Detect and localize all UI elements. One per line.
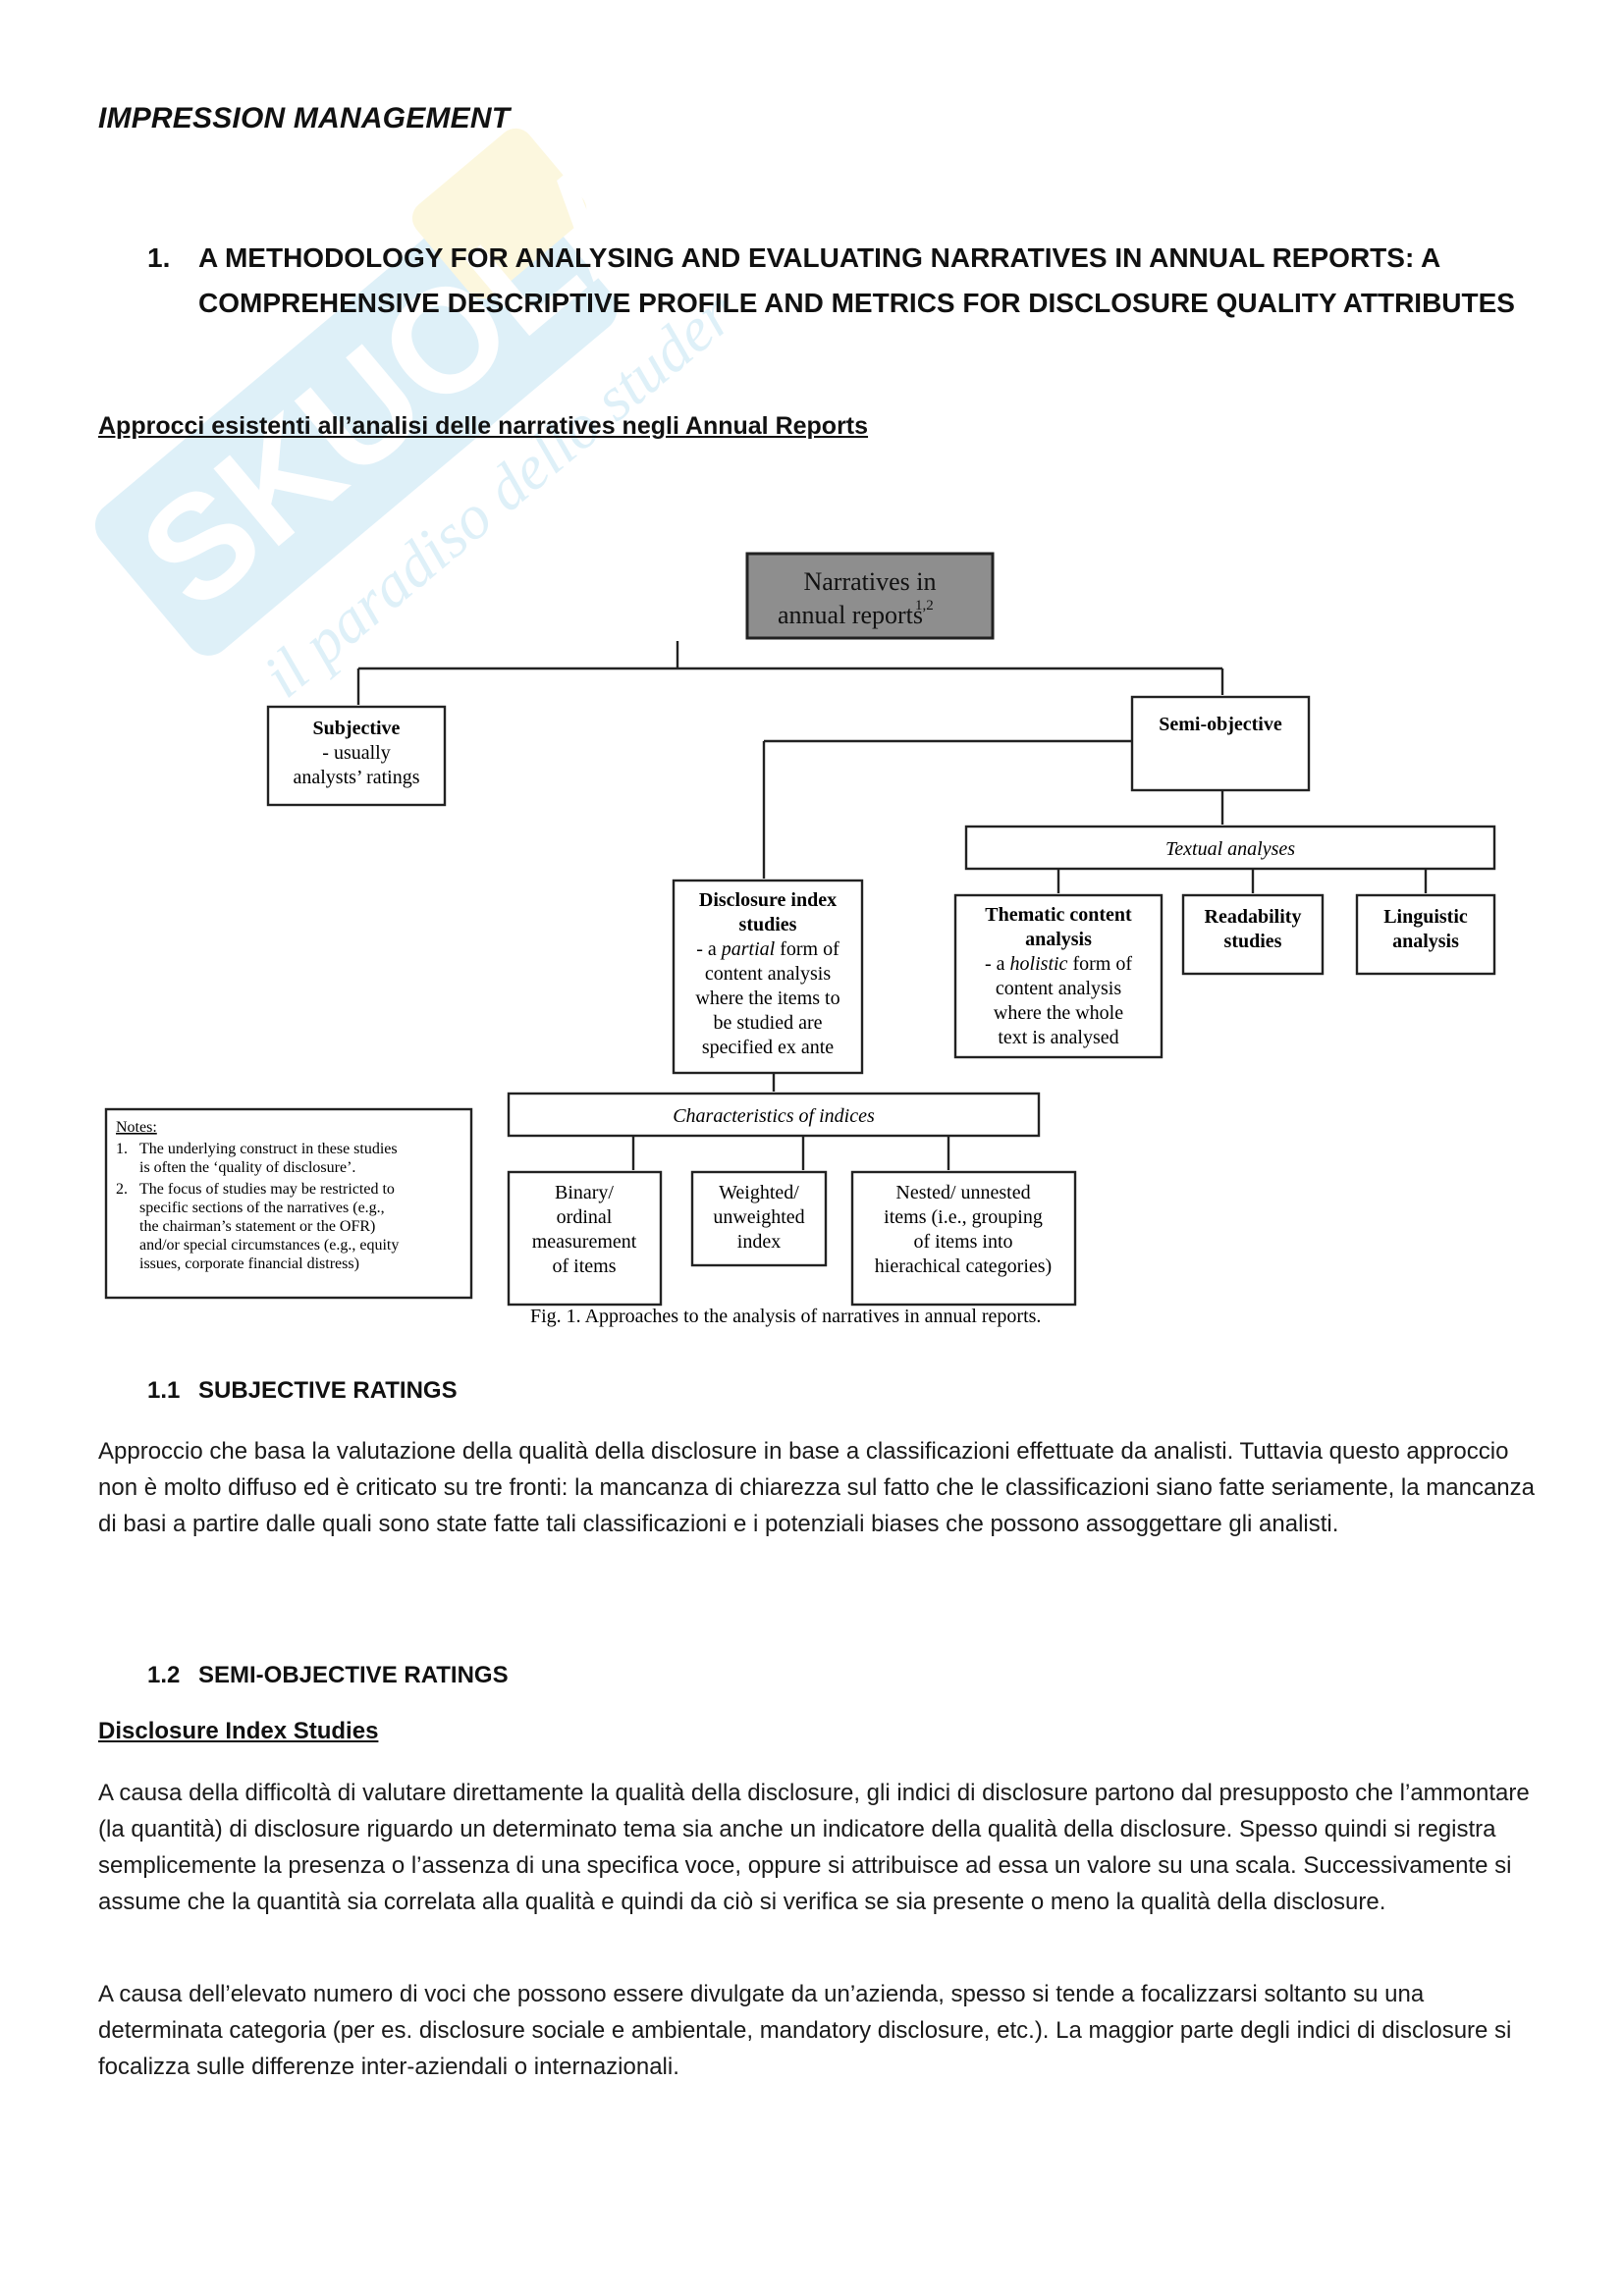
root-box: [745, 552, 995, 640]
thematic-title1: Thematic content: [985, 904, 1132, 926]
figure-caption: Fig. 1. Approaches to the analysis of na…: [530, 1306, 1041, 1327]
note1-line2: is often the ‘quality of disclosure’.: [139, 1159, 355, 1176]
subsection-1-2-heading: 1.2 SEMI-OBJECTIVE RATINGS: [147, 1662, 509, 1689]
linguistic-box: [1355, 893, 1496, 976]
approaches-diagram-svg: Narratives in annual reports 1,2 Subject…: [104, 552, 1496, 1327]
root-superscript: 1,2: [915, 598, 934, 614]
nested-line3: of items into: [913, 1231, 1012, 1253]
section-1-title: A METHODOLOGY FOR ANALYSING AND EVALUATI…: [198, 242, 1515, 318]
thematic-title2: analysis: [1025, 929, 1092, 950]
disclosure-line3: where the items to: [695, 988, 839, 1009]
note2-line2: specific sections of the narratives (e.g…: [139, 1200, 385, 1216]
thematic-line1-post: form of: [1067, 953, 1132, 975]
notes-box: [104, 1107, 473, 1300]
linguistic-line2: analysis: [1392, 931, 1459, 952]
thematic-line4: text is analysed: [998, 1027, 1118, 1048]
note2-line3: the chairman’s statement or the OFR): [139, 1218, 375, 1235]
note1-number: 1.: [116, 1141, 128, 1157]
readability-line1: Readability: [1205, 906, 1302, 928]
subsection-1-2-title: SEMI-OBJECTIVE RATINGS: [198, 1662, 509, 1688]
subsection-1-1-heading: 1.1 SUBJECTIVE RATINGS: [147, 1377, 458, 1405]
document-title: IMPRESSION MANAGEMENT: [98, 102, 511, 134]
textual-analyses-label: Textual analyses: [1165, 838, 1295, 860]
binary-line2: ordinal: [557, 1206, 613, 1228]
disclosure-paragraph-1: A causa della difficoltà di valutare dir…: [98, 1780, 1530, 1915]
note2-line4: and/or special circumstances (e.g., equi…: [139, 1237, 399, 1254]
approaches-heading: Approcci esistenti all’analisi delle nar…: [98, 412, 869, 440]
semi-objective-box: [1130, 695, 1311, 792]
linguistic-line1: Linguistic: [1383, 906, 1468, 928]
disclosure-paragraph-2: A causa dell’elevato numero di voci che …: [98, 1981, 1512, 2080]
disclosure-title1: Disclosure index: [699, 889, 837, 911]
readability-box: [1181, 893, 1325, 976]
thematic-line1: - a holistic form of: [985, 953, 1132, 975]
binary-line3: measurement: [532, 1231, 637, 1253]
subjective-paragraph: Approccio che basa la valutazione della …: [98, 1438, 1535, 1537]
subjective-line2: analysts’ ratings: [293, 767, 419, 788]
disclosure-title2: studies: [739, 914, 797, 935]
note2-line1: The focus of studies may be restricted t…: [139, 1181, 395, 1198]
diagram-connectors: [356, 641, 1428, 1170]
thematic-line1-pre: - a: [985, 953, 1010, 975]
disclosure-line1-italic: partial: [720, 938, 776, 960]
disclosure-index-heading: Disclosure Index Studies: [98, 1718, 379, 1744]
disclosure-line4: be studied are: [713, 1012, 822, 1034]
note1-line1: The underlying construct in these studie…: [139, 1141, 398, 1157]
characteristics-label: Characteristics of indices: [673, 1105, 875, 1127]
notes-title: Notes:: [116, 1119, 157, 1136]
disclosure-line1-post: form of: [775, 938, 839, 960]
note2-number: 2.: [116, 1181, 128, 1198]
disclosure-line5: specified ex ante: [702, 1037, 834, 1058]
root-line1: Narratives in: [803, 567, 936, 596]
note2-line5: issues, corporate financial distress): [139, 1255, 359, 1272]
nested-line4: hierachical categories): [875, 1255, 1052, 1277]
subsection-1-1-title: SUBJECTIVE RATINGS: [198, 1377, 458, 1404]
approaches-diagram: Narratives in annual reports 1,2 Subject…: [98, 545, 1532, 1335]
disclosure-line1: - a partial form of: [696, 938, 839, 960]
subsection-1-2-number: 1.2: [147, 1662, 181, 1688]
weighted-line1: Weighted/: [719, 1182, 799, 1203]
thematic-line1-italic: holistic: [1010, 953, 1068, 975]
section-1-number: 1.: [147, 242, 171, 273]
binary-box: [507, 1170, 663, 1307]
semi-objective-label: Semi-objective: [1159, 714, 1282, 735]
disclosure-index-box: [672, 879, 864, 1075]
nested-line2: items (i.e., grouping: [884, 1206, 1043, 1228]
disclosure-line2: content analysis: [705, 963, 832, 985]
readability-line2: studies: [1224, 931, 1282, 952]
subsection-1-1-number: 1.1: [147, 1377, 181, 1404]
subjective-box: [266, 705, 447, 807]
root-line2: annual reports: [778, 601, 923, 629]
disclosure-line1-pre: - a: [696, 938, 722, 960]
thematic-content-box: [953, 893, 1164, 1059]
thematic-line3: where the whole: [994, 1002, 1123, 1024]
weighted-line3: index: [737, 1231, 781, 1253]
textual-analyses-box: [964, 825, 1496, 871]
subjective-line1: - usually: [322, 742, 390, 764]
nested-line1: Nested/ unnested: [895, 1182, 1030, 1203]
binary-line1: Binary/: [555, 1182, 614, 1203]
subjective-title: Subjective: [313, 718, 401, 739]
nested-box: [850, 1170, 1077, 1307]
binary-line4: of items: [553, 1255, 617, 1277]
weighted-line2: unweighted: [713, 1206, 804, 1228]
characteristics-box: [507, 1092, 1041, 1138]
thematic-line2: content analysis: [996, 978, 1122, 999]
weighted-box: [690, 1170, 828, 1267]
